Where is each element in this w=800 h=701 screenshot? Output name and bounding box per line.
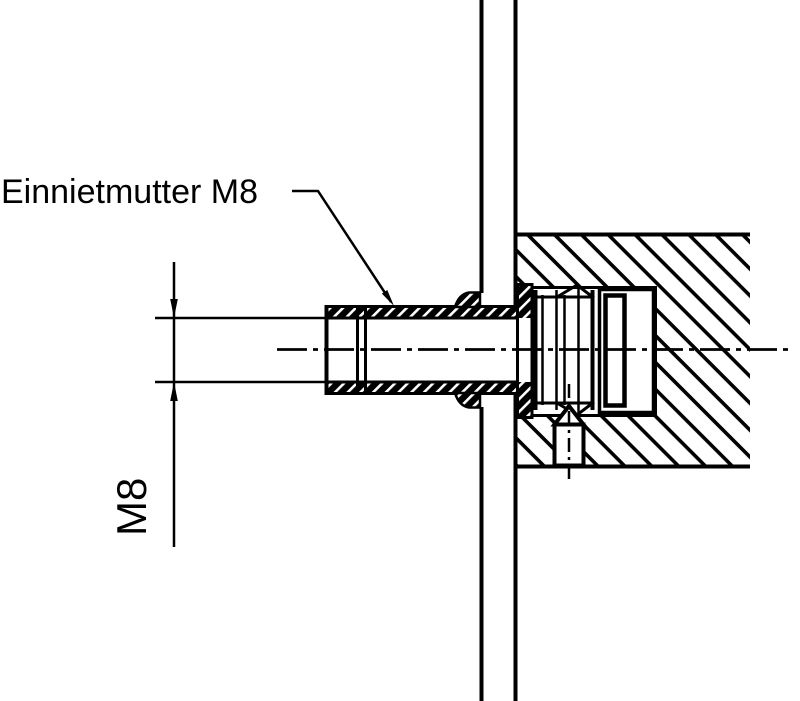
hex-plug <box>533 283 595 417</box>
callout: Einnietmutter M8 <box>1 173 394 306</box>
nut-top-wall <box>326 306 517 318</box>
dimension-m8: M8 <box>108 262 326 547</box>
nut-bottom-wall <box>326 382 517 394</box>
dimension-arrow-down <box>170 299 178 318</box>
insert-rectangle <box>597 287 656 415</box>
nut-bulge-bottom <box>453 391 482 409</box>
hex-top-chamfer <box>556 283 595 300</box>
callout-label: Einnietmutter M8 <box>1 173 258 211</box>
nut-bulge-top <box>453 291 482 309</box>
leader-line <box>292 189 393 303</box>
leader-arrowhead <box>381 290 394 306</box>
dimension-arrow-up <box>170 382 178 401</box>
dimension-label: M8 <box>108 478 155 536</box>
sheet-plate <box>479 0 518 701</box>
set-screw <box>550 384 588 484</box>
